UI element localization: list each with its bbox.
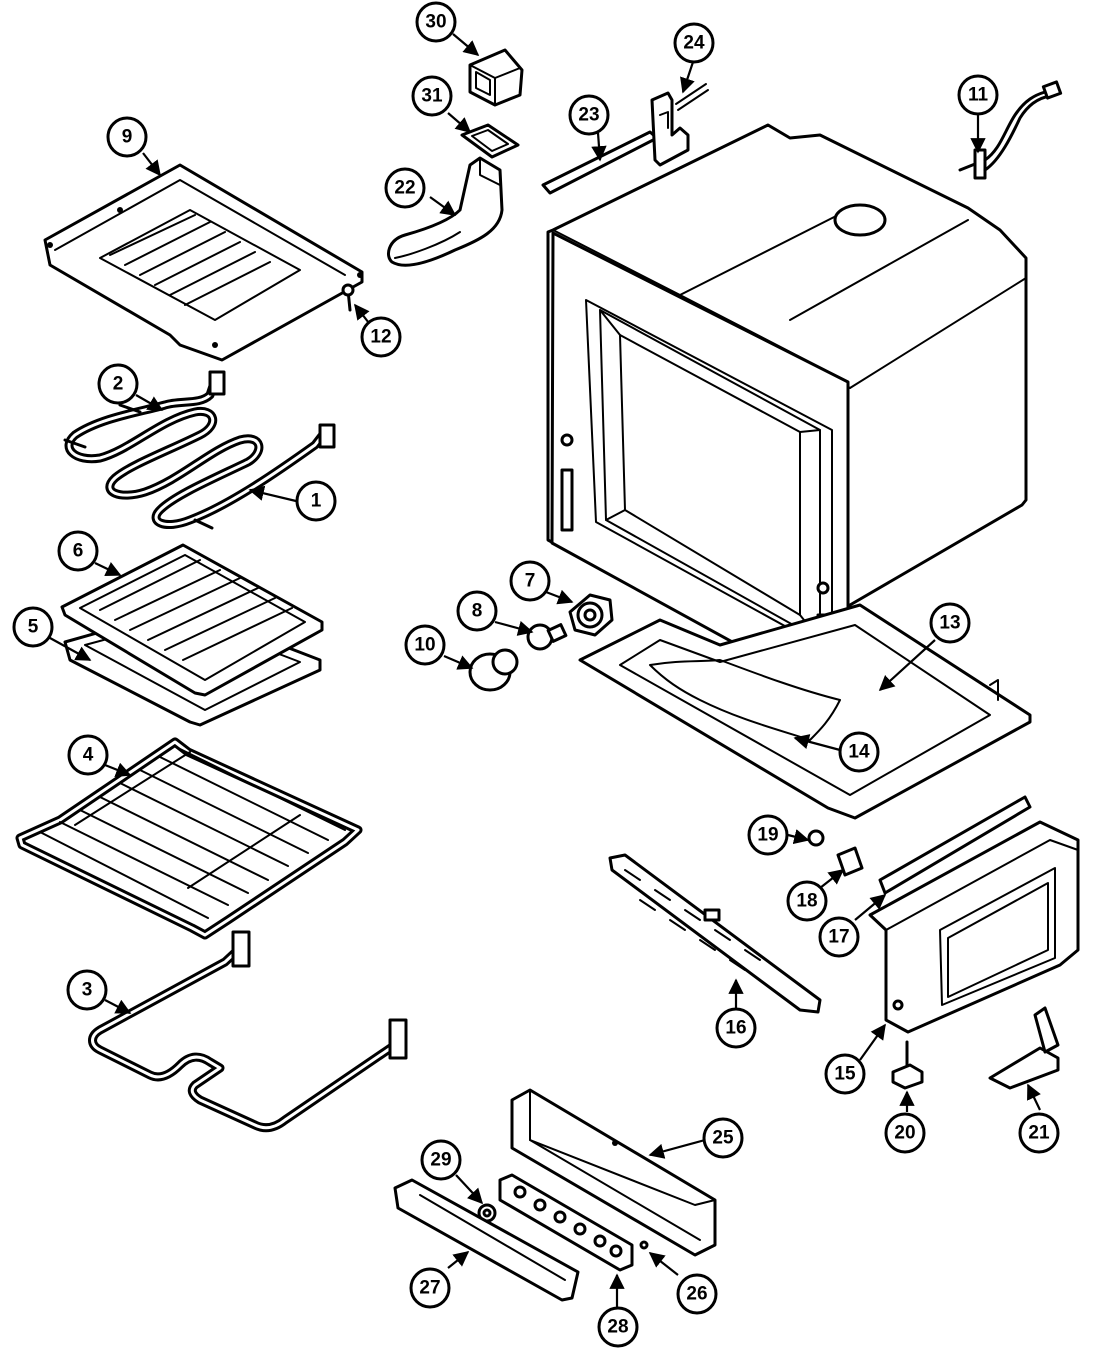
callout-19: 19 <box>747 814 789 856</box>
callout-31-label: 31 <box>421 86 443 107</box>
callout-21: 21 <box>1018 1112 1060 1154</box>
callout-26: 26 <box>676 1273 718 1315</box>
callout-4: 4 <box>67 734 109 776</box>
part-12-screw <box>341 283 355 312</box>
callout-16-label: 16 <box>725 1018 746 1039</box>
callout-10: 10 <box>404 624 446 666</box>
callout-11: 11 <box>957 74 999 116</box>
callout-25: 25 <box>702 1117 744 1159</box>
callout-11-label: 11 <box>968 85 989 106</box>
part-30-vent-duct <box>468 48 524 107</box>
callout-17-label: 17 <box>828 927 849 948</box>
callout-2-label: 2 <box>113 374 124 395</box>
callout-17: 17 <box>818 916 860 958</box>
callout-30-label: 30 <box>425 12 446 33</box>
callout-4-label: 4 <box>83 745 94 766</box>
callout-12-label: 12 <box>370 327 391 348</box>
callout-23-label: 23 <box>578 105 599 126</box>
part-19-screw <box>807 829 825 847</box>
callout-31: 31 <box>411 75 453 117</box>
part-28-switch-board <box>498 1173 634 1272</box>
callout-8-label: 8 <box>472 601 483 622</box>
callout-20: 20 <box>884 1112 926 1154</box>
callout-28: 28 <box>597 1306 639 1348</box>
part-26-screw <box>639 1240 649 1250</box>
callout-7: 7 <box>509 560 551 602</box>
part-20-leveling-leg <box>891 1040 924 1090</box>
callout-22-label: 22 <box>394 178 415 199</box>
callout-5: 5 <box>12 606 54 648</box>
part-8-lamp-bulb <box>526 623 568 651</box>
part-14-insulation <box>649 659 841 741</box>
callout-15-label: 15 <box>834 1064 856 1085</box>
part-11-wire-harness <box>958 80 1063 180</box>
callout-18-label: 18 <box>796 891 817 912</box>
part-7-lamp-socket <box>568 593 614 637</box>
part-29-knob <box>477 1203 497 1223</box>
callout-9: 9 <box>106 116 148 158</box>
callout-12: 12 <box>360 316 402 358</box>
callout-15: 15 <box>824 1053 866 1095</box>
callout-10-label: 10 <box>414 635 435 656</box>
callout-7-label: 7 <box>525 571 536 592</box>
callout-8: 8 <box>456 590 498 632</box>
part-31-gasket <box>460 123 520 159</box>
callout-16: 16 <box>715 1007 757 1049</box>
callout-23: 23 <box>568 94 610 136</box>
callout-29: 29 <box>420 1139 462 1181</box>
callout-30: 30 <box>415 1 457 43</box>
part-17-trim <box>878 795 1032 895</box>
oven-cavity <box>546 123 1028 697</box>
callout-21-label: 21 <box>1028 1123 1050 1144</box>
part-25-control-housing <box>510 1088 717 1257</box>
callout-13-label: 13 <box>939 613 960 634</box>
part-6-broil-pan-insert <box>60 543 324 697</box>
callout-19-label: 19 <box>757 825 778 846</box>
part-21-anti-tip-bracket <box>988 1006 1060 1090</box>
callout-5-label: 5 <box>28 617 39 638</box>
callout-6: 6 <box>57 530 99 572</box>
part-10-lamp-cover <box>468 648 519 692</box>
callout-13: 13 <box>929 602 971 644</box>
part-9-top-panel <box>43 163 364 362</box>
part-16-rail <box>608 853 822 1014</box>
callout-27: 27 <box>409 1267 451 1309</box>
part-23-sensor-rod <box>541 130 659 195</box>
callout-14: 14 <box>838 731 880 773</box>
part-18-clip <box>836 846 864 877</box>
part-15-drawer-housing <box>868 820 1080 1034</box>
callout-14-label: 14 <box>848 742 870 763</box>
callout-22: 22 <box>384 167 426 209</box>
part-13-oven-bottom <box>578 603 1032 820</box>
callout-3-label: 3 <box>82 980 93 1001</box>
callout-6-label: 6 <box>73 541 84 562</box>
part-3-bake-element <box>88 930 408 1133</box>
callout-leaders <box>49 33 1041 1308</box>
callout-29-label: 29 <box>430 1150 451 1171</box>
part-4-oven-rack <box>15 737 363 940</box>
callout-25-label: 25 <box>712 1128 734 1149</box>
part-2-broil-element <box>63 370 336 530</box>
part-24-sensor-bracket <box>650 83 709 167</box>
callout-1-label: 1 <box>311 491 322 512</box>
callout-28-label: 28 <box>607 1317 628 1338</box>
callout-24: 24 <box>673 22 715 64</box>
callout-26-label: 26 <box>686 1284 707 1305</box>
callout-24-label: 24 <box>683 33 705 54</box>
callout-27-label: 27 <box>419 1278 440 1299</box>
callout-9-label: 9 <box>122 127 133 148</box>
callout-1: 1 <box>295 480 337 522</box>
callout-18: 18 <box>786 880 828 922</box>
part-22-vent-tube <box>387 156 504 267</box>
part-27-control-panel-trim <box>393 1178 580 1302</box>
callout-20-label: 20 <box>894 1123 915 1144</box>
callout-2: 2 <box>97 363 139 405</box>
callout-3: 3 <box>66 969 108 1011</box>
